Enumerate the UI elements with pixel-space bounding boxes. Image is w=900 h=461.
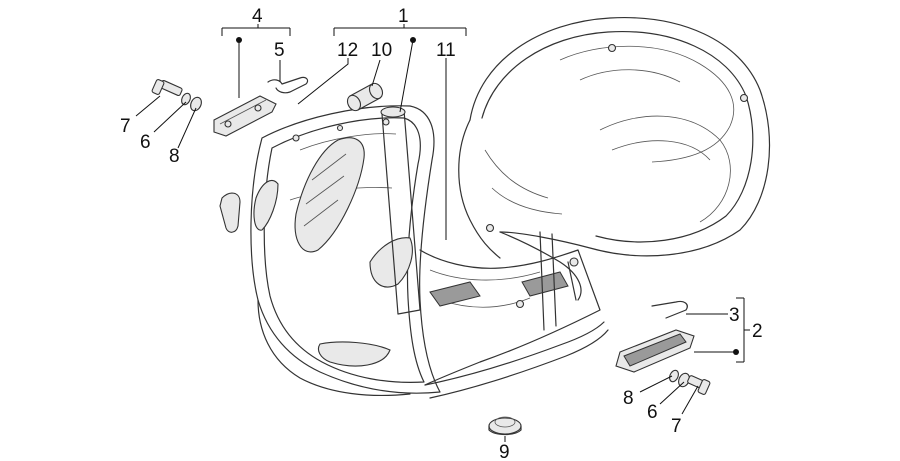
- callout-1: 1: [398, 6, 409, 27]
- steering-tube: [380, 106, 421, 315]
- plug-part-10: [346, 82, 384, 112]
- grommet-part-9: [488, 416, 522, 436]
- bracket-set-right: [615, 300, 695, 373]
- lower-clip-bracket: [219, 192, 241, 233]
- callout-labels: 1 4 5 12 10 11 7 6 8 3 2 8 6 7 9: [120, 6, 763, 461]
- callout-6-left: 6: [140, 132, 151, 153]
- callout-9: 9: [499, 442, 510, 461]
- callout-5: 5: [274, 40, 285, 61]
- callout-12: 12: [337, 40, 358, 61]
- bolt-set-left: [151, 79, 202, 112]
- callout-8-right: 8: [623, 388, 634, 409]
- callout-3: 3: [729, 305, 740, 326]
- leg-shield: [250, 105, 441, 397]
- callout-10: 10: [371, 40, 392, 61]
- callout-4: 4: [252, 6, 263, 27]
- bracket-part-4: [213, 95, 277, 137]
- clip-part-5: [267, 76, 309, 94]
- callout-2: 2: [752, 321, 763, 342]
- callout-7-right: 7: [671, 416, 682, 437]
- callout-11: 11: [436, 40, 456, 61]
- callout-8-left: 8: [169, 146, 180, 167]
- callout-6-right: 6: [647, 402, 658, 423]
- callout-7-left: 7: [120, 116, 131, 137]
- leader-lines: [135, 24, 750, 442]
- bolt-set-right: [669, 369, 711, 395]
- scooter-body-frame: [419, 17, 771, 399]
